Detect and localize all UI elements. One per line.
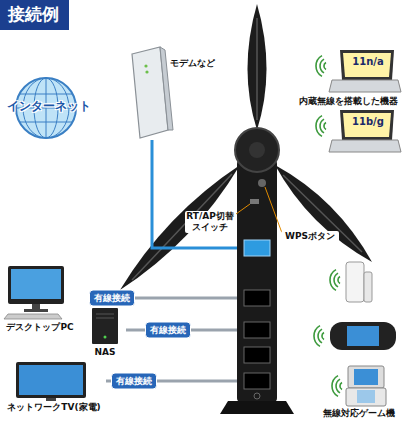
internet-globe: インターネット [3,78,95,138]
leader-line [236,187,282,233]
node-label: モデムなど [170,58,222,69]
desktop-pc: デスクトップPC [2,262,90,336]
network-tv: ネットワークTV(家電) [2,358,106,418]
diagram-title: 接続例 [0,0,69,30]
wireless-laptop: 11n/a 内蔵無線を搭載した機器 [296,46,400,108]
node-label: 内蔵無線を搭載した機器 [296,96,400,107]
connection-label: 有線接続 [89,290,135,307]
node-label: デスクトップPC [2,322,78,333]
desktop-icon [4,266,64,319]
node-label: ネットワークTV(家電) [2,402,106,413]
router-body [220,128,294,414]
node-label: 11b/g [345,116,391,128]
game-console: 無線対応ゲーム機 [318,258,400,421]
nas: NAS [86,305,126,363]
node-label: インターネット [3,99,95,113]
node-label: WPSボタン [281,231,339,242]
node-label: RT/AP切替 スイッチ [185,211,235,233]
nas-icon [92,308,118,344]
modem-icon [132,47,173,138]
game-console-icon [330,262,396,406]
modem: モデムなど [126,44,222,144]
node-label: 無線対応ゲーム機 [318,408,400,419]
wireless-waves [314,56,342,397]
node-label: 11n/a [345,56,391,68]
connection-label: 有線接続 [145,322,191,339]
connection-label: 有線接続 [111,373,157,390]
node-label: NAS [86,347,124,358]
tv-icon [16,362,86,401]
wireless-laptop: 11b/g [296,106,400,156]
modem-cable [152,140,237,248]
router: RT/AP切替 スイッチWPSボタン [237,165,277,397]
